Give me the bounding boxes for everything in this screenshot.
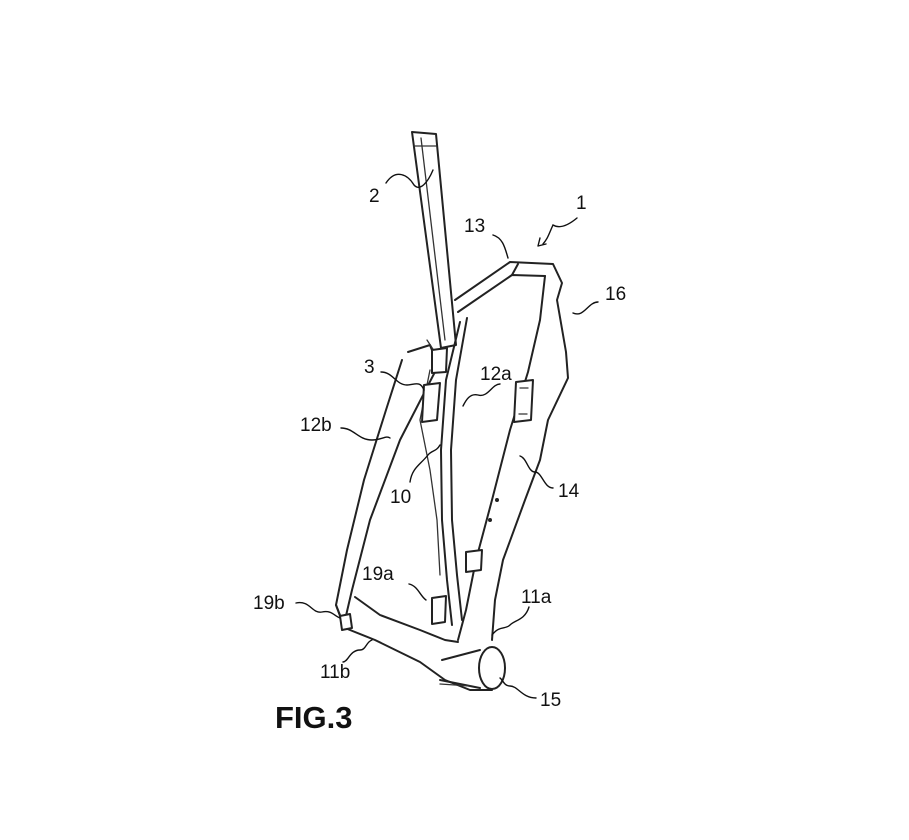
fork-tube [411,131,457,349]
label-front-rail: 12a [480,364,512,385]
reference-labels: 1 2 13 16 3 12a 12b 10 14 19a 19b 11a 11… [253,186,626,711]
frame-body [335,261,569,691]
label-bottom-bracket: 15 [540,690,561,711]
label-junction: 3 [364,357,375,378]
label-frame: 1 [576,193,587,214]
label-triangle: 10 [390,487,411,508]
label-lower-front: 11a [521,587,552,608]
figure-label: FIG.3 [275,700,353,735]
label-head-region: 16 [605,284,626,305]
label-rear-mount: 19b [253,593,285,614]
leader-lines [295,169,599,699]
label-lower-rear: 11b [320,662,350,683]
label-front-mount: 19a [362,564,394,585]
label-down-tube: 14 [558,481,580,502]
label-top-tube: 13 [464,216,485,237]
label-fork: 2 [369,186,380,207]
label-rear-rail: 12b [300,415,332,436]
